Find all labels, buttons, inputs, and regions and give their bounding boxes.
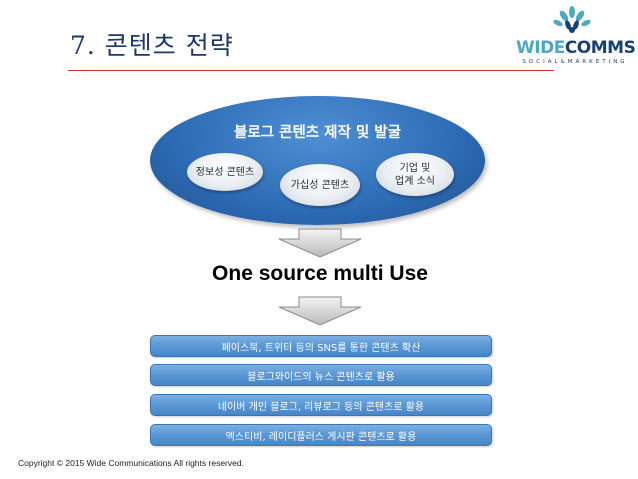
usage-bar-label: 네이버 개인 블로그, 리뷰로그 등의 콘텐츠로 활용	[217, 401, 425, 413]
usage-bar-naver-blog: 네이버 개인 블로그, 리뷰로그 등의 콘텐츠로 활용	[150, 394, 492, 416]
one-source-multi-use-text: One source multi Use	[212, 262, 428, 285]
widecomms-logo: WIDECOMMS SOCIAL&MARKETING	[516, 6, 636, 72]
usage-bar-label: 페이스북, 트위터 등의 SNS를 통한 콘텐츠 확산	[221, 342, 421, 354]
title-underline	[68, 70, 554, 71]
ellipse-title: 블로그 콘텐츠 제작 및 발굴	[234, 125, 401, 141]
copyright-text: Copyright © 2015 Wide Communications All…	[18, 458, 244, 468]
usage-bar-label: 엑스티비, 레이디플러스 게시판 콘텐츠로 활용	[225, 431, 417, 443]
bubble-industry-news: 기업 및 업계 소식	[376, 153, 454, 196]
bubble-label: 가십성 콘텐츠	[290, 179, 350, 191]
logo-wordmark: WIDECOMMS	[516, 38, 636, 58]
logo-word-part1: WIDE	[516, 38, 565, 58]
bubble-label: 기업 및 업계 소식	[395, 162, 435, 187]
down-arrow-icon	[278, 228, 362, 258]
bubble-gossip-content: 가십성 콘텐츠	[280, 164, 360, 206]
usage-bar-sns: 페이스북, 트위터 등의 SNS를 통한 콘텐츠 확산	[150, 335, 492, 357]
logo-word-part2: COMMS	[564, 38, 636, 58]
slide-title: 7. 콘텐츠 전략	[70, 31, 234, 60]
down-arrow-icon	[278, 296, 362, 326]
bubble-info-content: 정보성 콘텐츠	[187, 153, 263, 191]
usage-bar-label: 블로그와이드의 뉴스 콘텐츠로 활용	[247, 371, 395, 383]
usage-bar-board: 엑스티비, 레이디플러스 게시판 콘텐츠로 활용	[150, 424, 492, 446]
leaf-emblem-icon	[553, 6, 591, 33]
usage-bar-news: 블로그와이드의 뉴스 콘텐츠로 활용	[150, 364, 492, 386]
logo-tagline: SOCIAL&MARKETING	[522, 59, 628, 65]
bubble-label: 정보성 콘텐츠	[195, 166, 255, 178]
